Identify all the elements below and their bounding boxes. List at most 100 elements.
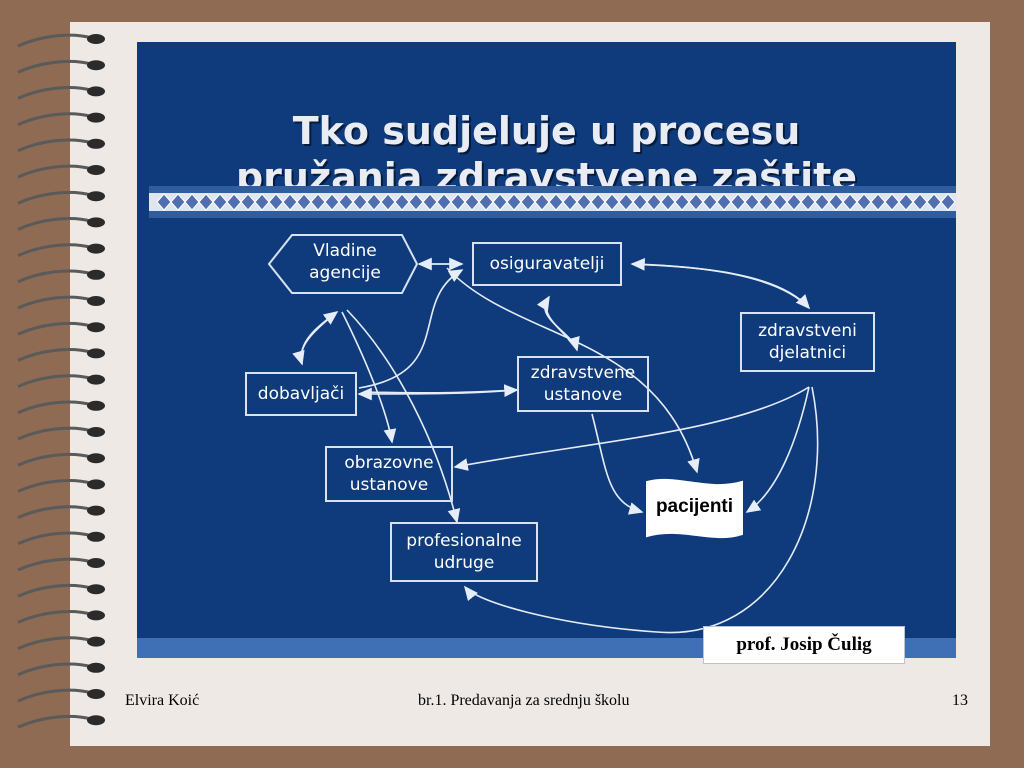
- spiral-hole: [87, 86, 105, 97]
- spiral-ring: [17, 714, 93, 729]
- spiral-ring: [17, 295, 93, 310]
- arrow-ustanove-osiguravatelji: [536, 295, 578, 351]
- node-pacijenti-label: pacijenti: [655, 496, 734, 517]
- spiral-hole: [87, 269, 105, 280]
- spiral-hole: [87, 374, 105, 385]
- arrow-ustanove-dobavljaci: [357, 387, 518, 401]
- node-obrazovne-ustanove-line-2: ustanove: [349, 475, 429, 495]
- spiral-ring: [17, 662, 93, 677]
- node-vladine-agencije: Vladine agencije: [287, 240, 403, 284]
- node-pacijenti-shape: [646, 478, 743, 539]
- spiral-hole: [87, 165, 105, 175]
- node-vladine-agencije-line-1: Vladine: [313, 241, 377, 261]
- spiral-hole: [87, 453, 105, 464]
- arrow-dobavljaci-vladine: [300, 311, 339, 365]
- spiral-ring: [17, 112, 93, 126]
- spiral-hole: [87, 243, 105, 254]
- node-zdravstveni-djelatnici: zdravstveni djelatnici: [740, 312, 875, 372]
- spiral-ring: [17, 59, 93, 74]
- node-obrazovne-ustanove: obrazovne ustanove: [325, 446, 453, 502]
- node-dobavljaci: dobavljači: [245, 372, 357, 416]
- node-obrazovne-ustanove-line-1: obrazovne: [344, 453, 434, 473]
- node-profesionalne-udruge: profesionalne udruge: [390, 522, 538, 582]
- spiral-ring: [17, 479, 93, 493]
- footer-author: Elvira Koić: [125, 692, 200, 709]
- spiral-ring: [17, 505, 93, 519]
- node-profesionalne-udruge-line-2: udruge: [433, 553, 495, 573]
- relationship-arrows: [267, 234, 819, 634]
- spiral-ring: [17, 531, 93, 546]
- node-osiguravatelji: osiguravatelji: [472, 242, 622, 286]
- footer-page-number: 13: [952, 692, 968, 709]
- spiral-hole: [87, 584, 105, 595]
- slide-title-line-1: Tko sudjeluje u procesu: [292, 109, 801, 153]
- spiral-ring: [17, 33, 93, 48]
- spiral-ring: [17, 321, 93, 336]
- arrow-djelatnici-osiguravatelji: [630, 257, 810, 309]
- node-dobavljaci-label: dobavljači: [257, 384, 345, 404]
- spiral-ring: [17, 610, 93, 624]
- spiral-hole: [87, 610, 105, 621]
- spiral-binding: [17, 33, 105, 729]
- spiral-ring: [17, 374, 93, 388]
- spiral-hole: [87, 112, 105, 123]
- spiral-ring: [17, 426, 93, 441]
- arrow-osiguravatelji-pacijenti: [446, 267, 700, 474]
- node-zdravstvene-ustanove-line-2: ustanove: [543, 385, 623, 405]
- spiral-ring: [17, 86, 93, 100]
- spiral-ring: [17, 348, 93, 362]
- spiral-ring: [17, 557, 93, 572]
- arrow-ustanove-pacijenti: [591, 413, 644, 515]
- credit-text: prof. Josip Čulig: [736, 634, 872, 655]
- spiral-ring: [17, 138, 93, 153]
- node-osiguravatelji-label: osiguravatelji: [489, 254, 605, 274]
- spiral-hole: [87, 505, 105, 516]
- spiral-hole: [87, 636, 105, 647]
- arrow-vladine-dobavljaci: [292, 311, 338, 366]
- spiral-ring: [17, 243, 93, 257]
- spiral-hole: [87, 558, 105, 568]
- node-zdravstvene-ustanove-line-1: zdravstvene: [530, 363, 636, 383]
- arrow-vladine-profesionalne: [346, 309, 461, 524]
- node-zdravstvene-ustanove: zdravstvene ustanove: [517, 356, 649, 412]
- node-zdravstveni-djelatnici-line-2: djelatnici: [768, 343, 847, 363]
- spiral-ring: [17, 269, 93, 284]
- divider-diamond: [940, 193, 956, 211]
- node-pacijenti: pacijenti: [647, 496, 742, 518]
- footer-title: br.1. Predavanja za srednju školu: [418, 692, 630, 709]
- spiral-ring: [17, 164, 93, 179]
- spiral-hole: [87, 138, 105, 149]
- spiral-hole: [87, 322, 105, 333]
- arrow-vladine-obrazovne: [341, 311, 397, 444]
- slide-image: Tko sudjeluje u procesu pružanja zdravst…: [137, 42, 956, 664]
- spiral-hole: [87, 296, 105, 306]
- spiral-ring: [17, 400, 93, 415]
- spiral-ring: [17, 217, 93, 231]
- spiral-hole: [87, 60, 105, 71]
- spiral-hole: [87, 715, 105, 726]
- arrow-djelatnici-pacijenti: [745, 386, 810, 513]
- spiral-hole: [87, 217, 105, 228]
- node-profesionalne-udruge-line-1: profesionalne: [406, 531, 522, 551]
- spiral-hole: [87, 34, 105, 44]
- spiral-ring: [17, 688, 93, 703]
- spiral-ring: [17, 636, 93, 650]
- spiral-ring: [17, 190, 93, 205]
- spiral-hole: [87, 427, 105, 437]
- node-zdravstveni-djelatnici-line-1: zdravstveni: [758, 321, 857, 341]
- node-vladine-agencije-line-2: agencije: [309, 263, 381, 283]
- spiral-hole: [87, 191, 105, 202]
- arrow-osiguravatelji-djelatnici: [631, 263, 811, 310]
- spiral-hole: [87, 689, 105, 699]
- spiral-ring: [17, 452, 93, 467]
- arrow-dobavljaci-osiguravatelji: [358, 269, 464, 389]
- spiral-hole: [87, 348, 105, 359]
- diamond-divider: [149, 186, 956, 218]
- spiral-hole: [87, 662, 105, 673]
- spiral-ring: [17, 583, 93, 598]
- node-vladine-agencije-shape: [267, 234, 419, 294]
- credit-label: prof. Josip Čulig: [703, 626, 905, 664]
- spiral-hole: [87, 400, 105, 411]
- spiral-hole: [87, 479, 105, 490]
- arrow-djelatnici-profesionalne: [463, 386, 819, 634]
